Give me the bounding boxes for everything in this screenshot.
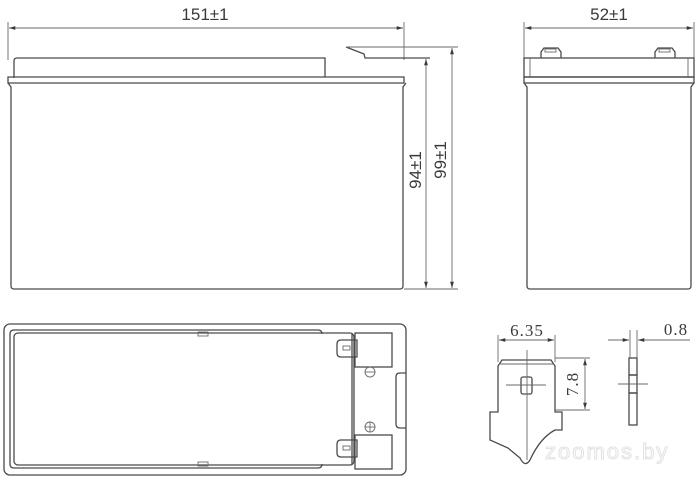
terminal-detail-side: 0.8 — [608, 320, 690, 426]
terminal-width-label: 6.35 — [510, 321, 544, 340]
side-view: 52±1 — [523, 5, 695, 290]
positive-terminal-pad — [354, 434, 393, 470]
terminal-section-lower — [628, 392, 638, 426]
negative-polarity-icon — [364, 366, 376, 378]
terminal-hole — [520, 376, 533, 395]
case-body — [7, 82, 407, 290]
positive-polarity-icon — [364, 421, 376, 433]
terminal-height-label: 7.8 — [563, 372, 582, 396]
negative-terminal-tab — [336, 339, 358, 358]
side-lid — [523, 57, 695, 78]
negative-terminal-pad — [354, 332, 393, 368]
watermark: zoomos.by — [545, 439, 669, 464]
positive-terminal-tab — [336, 439, 358, 458]
lid-top — [13, 57, 326, 78]
front-view: 151±1 94±1 99±1 — [7, 5, 458, 290]
terminal-left — [540, 47, 562, 58]
width-label: 151±1 — [181, 5, 228, 24]
total-height-label: 99±1 — [431, 141, 450, 179]
top-view — [3, 323, 407, 476]
terminal-section-upper — [628, 357, 638, 376]
side-case — [523, 82, 695, 290]
terminal-detail-front: 6.35 7.8 — [489, 321, 590, 465]
terminal-profile — [345, 46, 430, 59]
top-inner-frame — [13, 332, 355, 466]
terminal-right — [654, 47, 676, 58]
terminal-thickness-label: 0.8 — [664, 320, 688, 339]
case-height-label: 94±1 — [406, 151, 425, 189]
side-width-label: 52±1 — [590, 5, 628, 24]
lid — [7, 76, 405, 84]
top-outer-frame — [3, 323, 407, 476]
terminal-outline — [489, 359, 563, 465]
side-indent — [395, 372, 406, 429]
